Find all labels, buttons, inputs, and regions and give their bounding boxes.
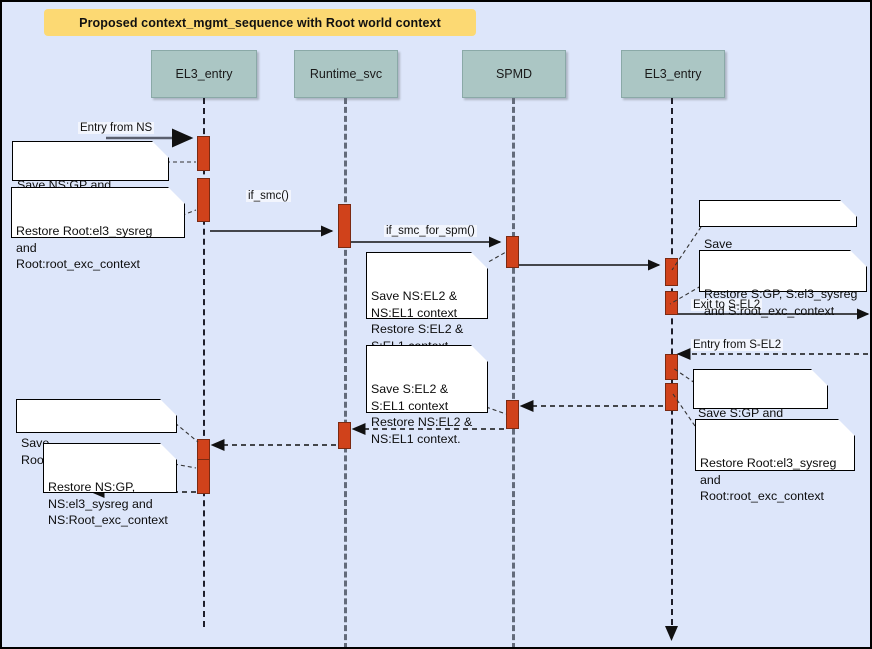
participant-el3-entry-left[interactable]: EL3_entry	[151, 50, 257, 98]
note-save-ns-gp: Save NS:GP and NS:Root_exc_context	[12, 141, 169, 209]
note-fold-icon	[168, 187, 185, 204]
note-restore-root-el3-sysreg-1: Restore Root:el3_sysreg and Root:root_ex…	[11, 187, 185, 271]
message-label-if-smc: if_smc()	[246, 190, 291, 202]
participant-label: Runtime_svc	[309, 67, 383, 81]
activation-bar	[506, 400, 519, 429]
activation-bar	[197, 136, 210, 171]
lifeline-runtime-svc	[344, 98, 347, 647]
activation-bar	[338, 422, 351, 449]
note-restore-ns-gp: Restore NS:GP, NS:el3_sysreg and NS:Root…	[43, 443, 177, 527]
note-fold-icon	[850, 250, 867, 267]
note-fold-icon	[152, 141, 169, 158]
note-save-root-exc-context-2: Save Root:root_exc_context	[16, 399, 177, 467]
participant-el3-entry-right[interactable]: EL3_entry	[621, 50, 725, 98]
note-fold-icon	[838, 419, 855, 436]
note-save-root-exc-context-1: Save Root:root_exc_context	[699, 200, 857, 268]
note-save-s-gp: Save S:GP and S:root_exc_context	[693, 369, 828, 437]
note-text: Restore NS:GP, NS:el3_sysreg and NS:Root…	[48, 480, 168, 527]
note-restore-root-el3-sysreg-2: Restore Root:el3_sysreg and Root:root_ex…	[695, 419, 855, 503]
note-save-ns-el2: Save NS:EL2 & NS:EL1 context Restore S:E…	[366, 252, 488, 353]
note-fold-icon	[471, 345, 488, 362]
message-label-entry-from-s-el2: Entry from S-EL2	[691, 339, 784, 351]
note-text: Restore S:GP, S:el3_sysreg and S:root_ex…	[704, 287, 858, 318]
note-fold-icon	[160, 443, 177, 460]
note-fold-icon	[471, 252, 488, 269]
message-label-exit-to-s-el2: Exit to S-EL2	[691, 299, 763, 311]
note-text: Restore Root:el3_sysreg and Root:root_ex…	[16, 224, 153, 271]
note-fold-icon	[840, 200, 857, 217]
participant-runtime-svc[interactable]: Runtime_svc	[294, 50, 398, 98]
activation-bar	[665, 291, 678, 315]
note-save-s-el2: Save S:EL2 & S:EL1 context Restore NS:EL…	[366, 345, 488, 446]
participant-label: SPMD	[495, 67, 533, 81]
lifeline-el3-entry-left	[203, 98, 205, 627]
participant-label: EL3_entry	[644, 67, 702, 81]
activation-bar	[665, 354, 678, 380]
lifeline-spmd	[512, 98, 515, 647]
note-text: Save S:EL2 & S:EL1 context Restore NS:EL…	[371, 382, 473, 446]
diagram-title: Proposed context_mgmt_sequence with Root…	[44, 9, 476, 36]
activation-bar	[665, 383, 678, 411]
activation-bar	[197, 459, 210, 494]
note-fold-icon	[160, 399, 177, 416]
participant-spmd[interactable]: SPMD	[462, 50, 566, 98]
activation-bar	[197, 178, 210, 222]
activation-bar	[506, 236, 519, 268]
note-text: Restore Root:el3_sysreg and Root:root_ex…	[700, 456, 837, 503]
activation-bar	[338, 204, 351, 248]
note-fold-icon	[811, 369, 828, 386]
message-label-if-smc-for-spm: if_smc_for_spm()	[384, 225, 477, 237]
message-label-entry-from-ns: Entry from NS	[78, 122, 155, 134]
note-restore-s-gp: Restore S:GP, S:el3_sysreg and S:root_ex…	[699, 250, 867, 318]
participant-label: EL3_entry	[175, 67, 233, 81]
activation-bar	[665, 258, 678, 286]
note-text: Save NS:EL2 & NS:EL1 context Restore S:E…	[371, 289, 464, 353]
